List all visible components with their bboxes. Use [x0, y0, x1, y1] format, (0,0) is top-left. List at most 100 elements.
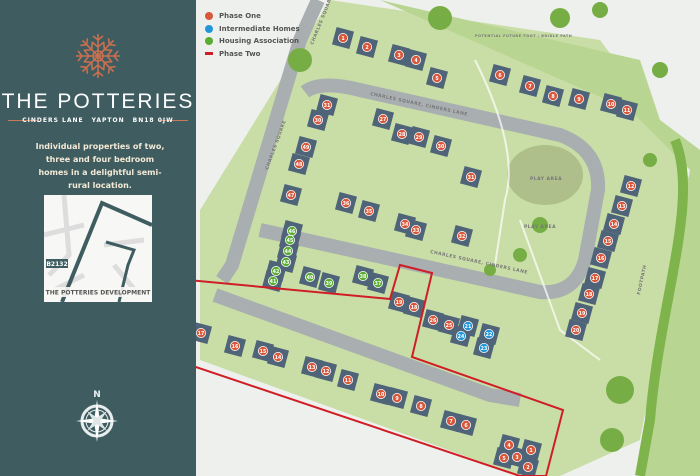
plot-marker-phase-two[interactable]: 19	[393, 296, 404, 307]
plot-marker-intermediate[interactable]: 24	[455, 330, 466, 341]
plot-marker-phase-one[interactable]: 11	[622, 105, 633, 116]
plot-marker-phase-one[interactable]: 17	[590, 272, 601, 283]
plot-marker-phase-one[interactable]: 10	[606, 99, 617, 110]
plot-number: 37	[375, 281, 382, 287]
plot-marker-housing-association[interactable]: 38	[357, 270, 368, 281]
plot-marker-phase-two[interactable]: 9	[391, 392, 402, 403]
tree-icon	[532, 217, 548, 233]
tree-icon	[652, 62, 668, 78]
plot-marker-phase-one[interactable]: 14	[609, 218, 620, 229]
plot-marker-intermediate[interactable]: 22	[483, 328, 494, 339]
plot-marker-phase-one[interactable]: 29	[413, 131, 424, 142]
plot-number: 4	[507, 443, 511, 449]
plot-marker-phase-two[interactable]: 18	[408, 301, 419, 312]
plot-marker-phase-one[interactable]: 48	[293, 158, 304, 169]
plot-number: 35	[366, 209, 373, 215]
plot-number: 1	[529, 448, 532, 454]
plot-marker-phase-one[interactable]: 31	[465, 171, 476, 182]
plot-marker-phase-one[interactable]: 47	[285, 189, 296, 200]
tree-icon	[550, 8, 570, 28]
plot-marker-phase-one[interactable]: 1	[337, 33, 348, 44]
plot-marker-phase-two[interactable]: 14	[272, 351, 283, 362]
plot-marker-housing-association[interactable]: 44	[282, 245, 293, 256]
plot-marker-phase-one[interactable]: 9	[574, 94, 585, 105]
legend-item: Housing Association	[205, 35, 300, 48]
plot-number: 44	[285, 249, 292, 255]
plot-marker-housing-association[interactable]: 45	[284, 234, 295, 245]
plot-number: 31	[468, 175, 475, 181]
plot-number: 47	[288, 193, 295, 199]
plot-marker-phase-one[interactable]: 20	[571, 324, 582, 335]
plot-marker-housing-association[interactable]: 40	[304, 271, 315, 282]
plot-marker-intermediate[interactable]: 21	[462, 320, 473, 331]
plot-marker-phase-one[interactable]: 18	[584, 288, 595, 299]
plot-marker-phase-one[interactable]: 5	[431, 73, 442, 84]
plot-marker-housing-association[interactable]: 46	[286, 225, 297, 236]
plot-marker-phase-two[interactable]: 10	[375, 388, 386, 399]
plot-marker-phase-one[interactable]: 12	[626, 180, 637, 191]
tree-icon	[592, 2, 608, 18]
plot-marker-phase-two[interactable]: 5	[498, 452, 509, 463]
plot-marker-phase-one[interactable]: 33	[410, 224, 421, 235]
plot-marker-phase-one[interactable]: 3	[393, 50, 404, 61]
plot-marker-phase-two[interactable]: 1	[526, 444, 537, 455]
plot-number: 38	[360, 274, 367, 280]
plot-marker-phase-two[interactable]: 17	[196, 328, 206, 338]
hedgerow	[635, 138, 689, 476]
plot-marker-phase-one[interactable]: 19	[577, 307, 588, 318]
legend-label: Phase One	[219, 12, 261, 21]
plot-marker-phase-two[interactable]: 7	[445, 415, 456, 426]
plot-marker-phase-one[interactable]: 13	[617, 200, 628, 211]
plot-marker-housing-association[interactable]: 43	[280, 256, 291, 267]
plot-number: 33	[413, 228, 420, 234]
plot-marker-phase-two[interactable]: 8	[415, 400, 426, 411]
phase-two-boundary	[196, 263, 565, 476]
plot-number: 12	[628, 184, 635, 190]
plot-marker-phase-two[interactable]: 12	[320, 365, 331, 376]
tree-icon	[288, 48, 312, 72]
plot-marker-phase-one[interactable]: 8	[548, 91, 559, 102]
plot-marker-phase-two[interactable]: 6	[460, 419, 471, 430]
site-plan-map: 1234567891011121314151617181920272829303…	[196, 0, 700, 476]
plot-number: 2	[526, 465, 529, 471]
plot-marker-phase-one[interactable]: 36	[340, 197, 351, 208]
plot-marker-phase-one[interactable]: 30	[312, 115, 323, 126]
plot-marker-phase-one[interactable]: 16	[596, 252, 607, 263]
plot-marker-phase-two[interactable]: 3	[512, 451, 523, 462]
plot-marker-phase-one[interactable]: 6	[494, 70, 505, 81]
plot-marker-housing-association[interactable]: 37	[372, 277, 383, 288]
plot-marker-phase-one[interactable]: 4	[410, 55, 421, 66]
plot-marker-phase-two[interactable]: 13	[306, 361, 317, 372]
plot-number: 28	[399, 132, 406, 138]
phase-two-swatch	[205, 52, 213, 56]
plot-marker-phase-two[interactable]: 11	[342, 374, 353, 385]
plot-number: 5	[435, 76, 438, 82]
plot-number: 8	[551, 94, 555, 100]
plot-marker-phase-one[interactable]: 49	[300, 141, 311, 152]
plot-marker-phase-one[interactable]: 32	[456, 230, 467, 241]
plot-marker-housing-association[interactable]: 42	[270, 265, 281, 276]
plot-marker-phase-one[interactable]: 2	[361, 42, 372, 53]
plot-marker-phase-one[interactable]: 27	[377, 114, 388, 125]
plot-number: 7	[528, 84, 531, 90]
plot-marker-housing-association[interactable]: 39	[323, 277, 334, 288]
plot-number: 1	[341, 36, 344, 42]
plot-marker-phase-two[interactable]: 4	[503, 439, 514, 450]
plot-marker-phase-one[interactable]: 31	[321, 100, 332, 111]
plot-marker-phase-one[interactable]: 34	[399, 218, 410, 229]
plot-marker-phase-two[interactable]: 26	[427, 314, 438, 325]
plot-marker-phase-one[interactable]: 15	[603, 235, 614, 246]
plot-number: 6	[464, 423, 468, 429]
plot-marker-phase-one[interactable]: 28	[396, 128, 407, 139]
plot-marker-phase-two[interactable]: 15	[257, 345, 268, 356]
plot-marker-phase-two[interactable]: 16	[229, 340, 240, 351]
plot-marker-phase-one[interactable]: 35	[363, 205, 374, 216]
plot-marker-phase-two[interactable]: 2	[523, 461, 534, 472]
plot-marker-phase-one[interactable]: 30	[435, 140, 446, 151]
plot-marker-intermediate[interactable]: 23	[478, 342, 489, 353]
plot-marker-phase-one[interactable]: 7	[525, 81, 536, 92]
plot-marker-housing-association[interactable]: 41	[267, 275, 278, 286]
legend-label: Phase Two	[219, 49, 261, 58]
plot-number: 48	[296, 162, 303, 168]
plot-marker-phase-two[interactable]: 25	[443, 319, 454, 330]
